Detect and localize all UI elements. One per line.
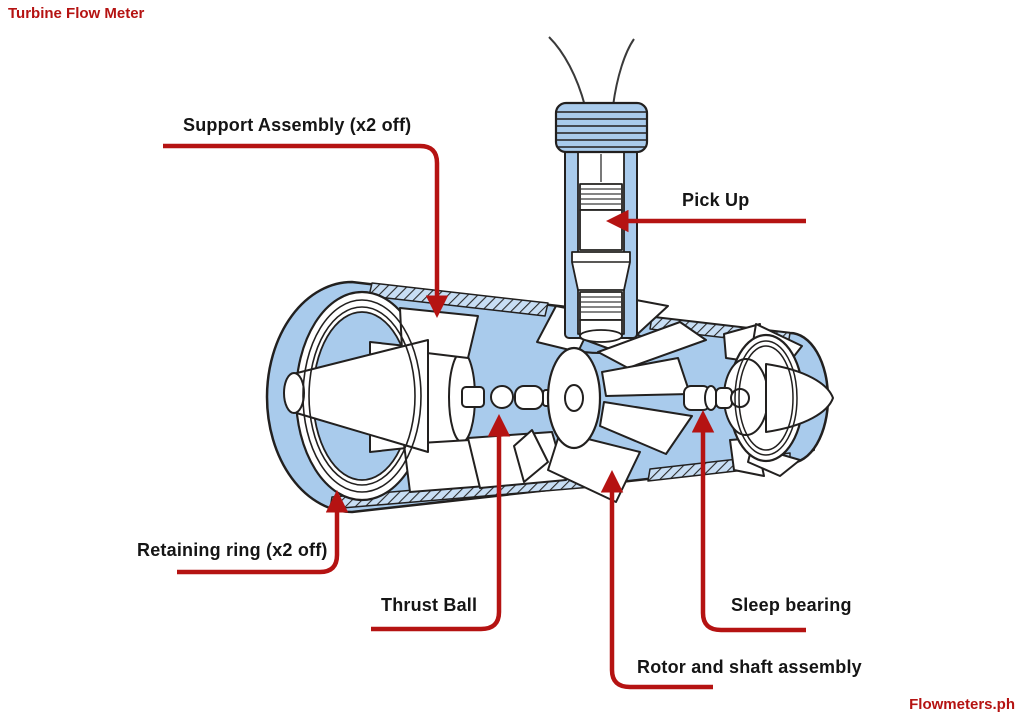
front-ring-rim-lines (302, 299, 422, 493)
label-retaining-ring: Retaining ring (x2 off) (137, 540, 328, 560)
rear-ring-rim-lines (734, 340, 798, 456)
pickup-coil-housing (579, 209, 623, 251)
label-support-assembly: Support Assembly (x2 off) (183, 115, 412, 135)
pickup-wires (548, 36, 635, 107)
pickup-coil-upper (579, 183, 623, 211)
page-title: Turbine Flow Meter (8, 5, 145, 22)
pickup-coil-lower (579, 291, 623, 321)
label-rotor-shaft-assembly: Rotor and shaft assembly (637, 657, 862, 677)
watermark: Flowmeters.ph (909, 696, 1015, 713)
sleeve-bearing-part (683, 385, 718, 411)
rotor-disc (546, 346, 602, 450)
label-thrust-ball: Thrust Ball (381, 595, 478, 615)
thrust-ball-arrow (371, 414, 511, 632)
support-assembly-arrow (163, 143, 449, 318)
label-pick-up: Pick Up (682, 190, 750, 210)
rear-support-assembly (715, 323, 834, 477)
rotor-shaft-arrow (600, 470, 713, 690)
retaining-ring-arrow (177, 490, 349, 575)
pickup-threaded-cap (554, 101, 649, 154)
label-sleep-bearing: Sleep bearing (731, 595, 852, 615)
sleep-bearing-arrow (691, 410, 806, 633)
pickup-nut (571, 251, 631, 291)
tail-cone (765, 363, 834, 433)
callout-arrows (163, 143, 806, 690)
pickup-assembly (554, 101, 649, 343)
thrust-ball-part (490, 385, 514, 409)
